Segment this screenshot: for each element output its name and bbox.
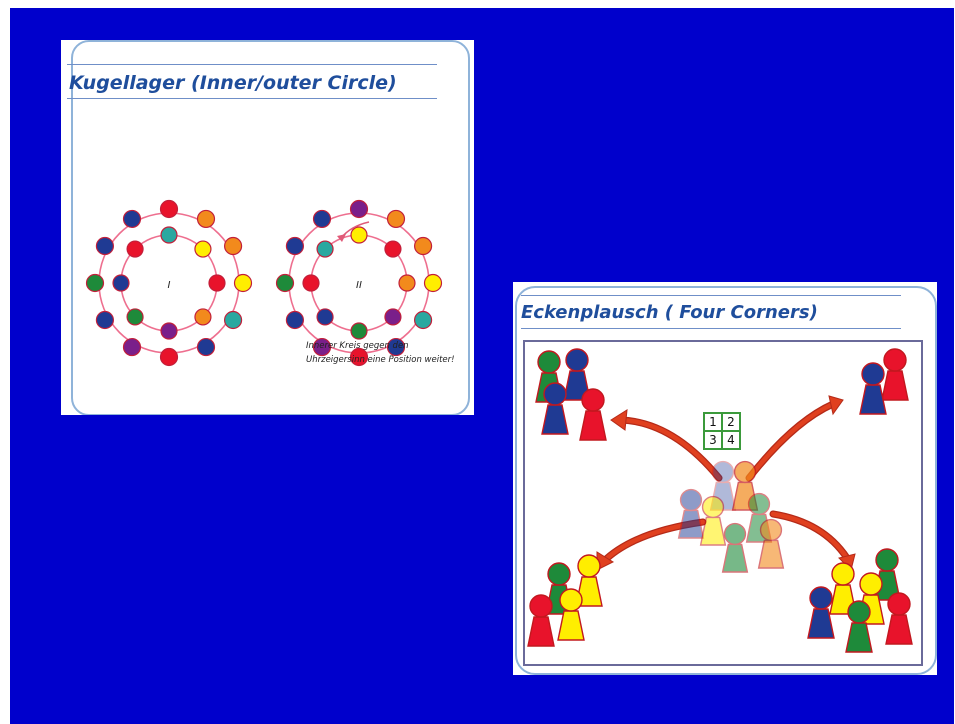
- center-student-figure: [757, 518, 785, 569]
- outer-circle-student: [275, 273, 295, 293]
- outer-circle-student: [196, 337, 216, 357]
- outer-circle-student: [122, 337, 142, 357]
- inner-circle-student: [194, 240, 212, 258]
- outer-circle-student: [386, 209, 406, 229]
- arrow-top-left-head: [610, 409, 628, 431]
- ring-label-ii: II: [356, 280, 362, 291]
- inner-circle-student: [398, 274, 416, 292]
- title-rule-top: [521, 295, 901, 296]
- arrow-top-right-fill: [746, 401, 836, 481]
- title-rule-bottom: [521, 328, 901, 329]
- inner-circle-student: [160, 226, 178, 244]
- corner4-student-figure: [845, 600, 873, 653]
- corner2-student-figure: [859, 362, 887, 415]
- outer-circle-student: [233, 273, 253, 293]
- center-student-figure: [699, 495, 727, 546]
- inner-circle-student: [350, 322, 368, 340]
- title-rule-top: [67, 64, 437, 65]
- corner4-student-figure: [807, 586, 835, 639]
- instruction-caption: Innerer Kreis gegen den Uhrzeigersinn ei…: [306, 339, 455, 367]
- inner-circle-student: [302, 274, 320, 292]
- outer-circle-student: [223, 236, 243, 256]
- corner-4: 4: [722, 431, 740, 449]
- corner4-student-figure: [885, 592, 913, 645]
- arrow-bottom-right-fill: [770, 511, 850, 561]
- caption-line-2: Uhrzeigersinn eine Position weiter!: [306, 355, 455, 365]
- title-rule-bottom: [67, 98, 437, 99]
- arrow-top-right: [745, 400, 837, 482]
- corner1-student-figure: [541, 382, 569, 435]
- corner-2: 2: [722, 413, 740, 431]
- outer-circle-student: [413, 310, 433, 330]
- corner3-student-figure: [527, 594, 555, 647]
- inner-circle-student: [112, 274, 130, 292]
- outer-circle-student: [223, 310, 243, 330]
- corner1-student-figure: [563, 348, 591, 401]
- outer-circle-student: [95, 236, 115, 256]
- corner2-student-figure: [881, 348, 909, 401]
- outer-circle-student: [285, 310, 305, 330]
- ring-label-i: I: [168, 280, 171, 291]
- inner-circle-student: [384, 240, 402, 258]
- outer-circle-student: [159, 347, 179, 367]
- caption-line-1: Innerer Kreis gegen den: [306, 341, 409, 351]
- arrow-top-left-fill: [618, 417, 722, 481]
- inner-circle-student: [160, 322, 178, 340]
- center-student-figure: [677, 488, 705, 539]
- card-title: Kugellager (Inner/outer Circle): [69, 72, 397, 94]
- inner-circle-student: [208, 274, 226, 292]
- center-student-figure: [709, 460, 737, 511]
- eckenplausch-card: Eckenplausch ( Four Corners) 1 2 3 4: [513, 282, 937, 675]
- outer-circle-student: [196, 209, 216, 229]
- corner1-student-figure: [579, 388, 607, 441]
- outer-circle-student: [349, 199, 369, 219]
- corner3-student-figure: [557, 588, 585, 641]
- outer-circle-student: [386, 337, 406, 357]
- corner-number-grid: 1 2 3 4: [703, 412, 741, 450]
- inner-circle-student: [384, 308, 402, 326]
- inner-circle-student: [316, 240, 334, 258]
- outer-circle-student: [159, 199, 179, 219]
- inner-circle-student: [126, 308, 144, 326]
- outer-circle-student: [122, 209, 142, 229]
- four-corners-diagram: [527, 348, 913, 653]
- inner-circle-student: [126, 240, 144, 258]
- outer-circle-student: [95, 310, 115, 330]
- outer-circle-student: [349, 347, 369, 367]
- card-title: Eckenplausch ( Four Corners): [521, 302, 818, 323]
- outer-circle-student: [312, 337, 332, 357]
- corner-1: 1: [704, 413, 722, 431]
- rotation-arrowhead: [337, 234, 346, 242]
- center-student-figure: [721, 522, 749, 573]
- outer-circle-student: [85, 273, 105, 293]
- inner-circle-student: [316, 308, 334, 326]
- arrow-top-right-head: [828, 395, 844, 416]
- corner-3: 3: [704, 431, 722, 449]
- outer-circle-student: [312, 209, 332, 229]
- inner-circle-student: [194, 308, 212, 326]
- arrow-bottom-right: [769, 510, 851, 562]
- outer-circle-student: [285, 236, 305, 256]
- outer-circle-student: [423, 273, 443, 293]
- inner-circle-student: [350, 226, 368, 244]
- outer-circle-student: [413, 236, 433, 256]
